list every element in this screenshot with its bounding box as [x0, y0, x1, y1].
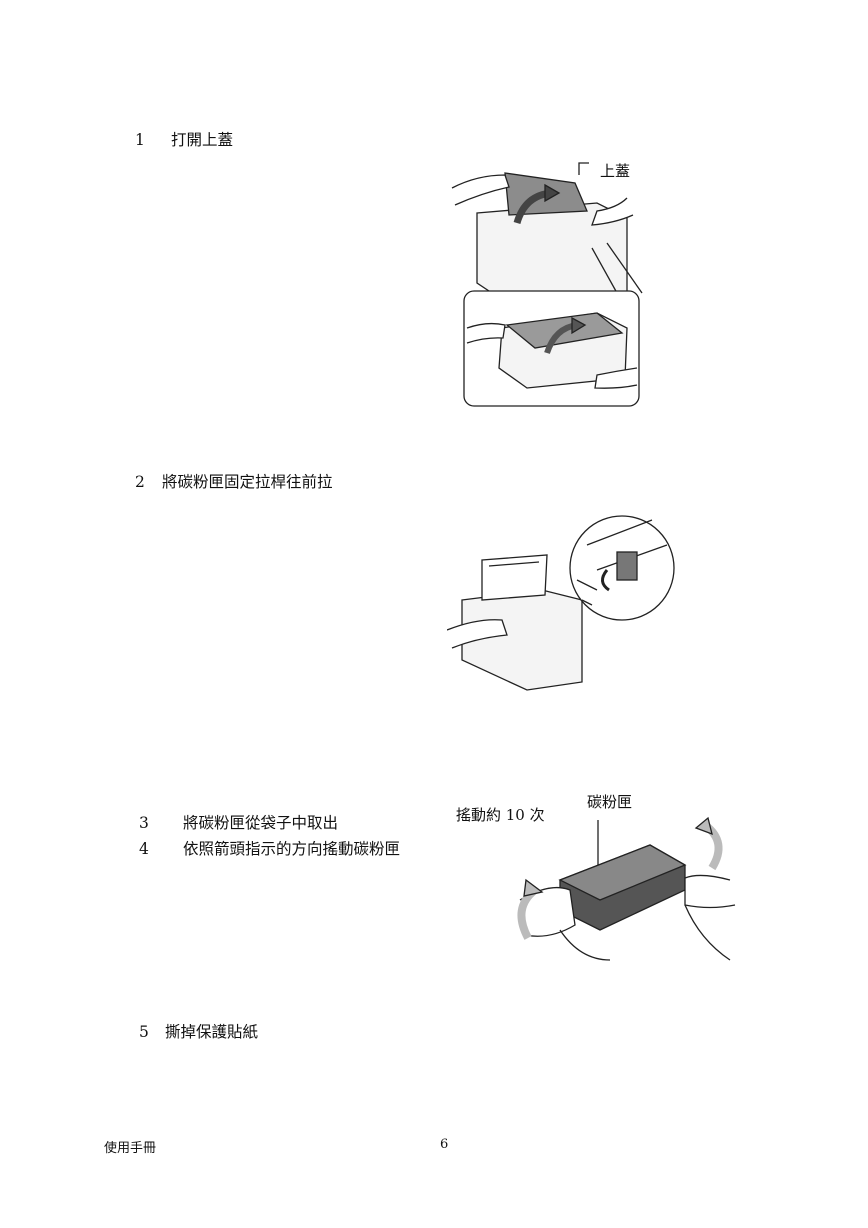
page-number: 6: [440, 1137, 449, 1152]
step-number: 5: [139, 1023, 149, 1041]
footer-manual-title: 使用手冊: [104, 1141, 157, 1156]
step-4: 4 依照箭頭指示的方向搖動碳粉匣: [139, 839, 400, 859]
toner-cartridge-illustration: [517, 816, 736, 961]
printer-lever-illustration: [447, 515, 675, 691]
printer-open-cover-illustration: [451, 162, 643, 407]
step-2: 2 將碳粉匣固定拉桿往前拉: [135, 472, 333, 492]
step-5: 5 撕掉保護貼紙: [139, 1022, 258, 1042]
step-number: 1: [135, 131, 145, 149]
top-cover-label: 上蓋: [600, 162, 631, 180]
step-text: 依照箭頭指示的方向搖動碳粉匣: [183, 840, 401, 858]
step-number: 4: [139, 840, 149, 858]
figure-open-top-cover: [447, 153, 652, 413]
figure-shake-cartridge: [500, 810, 745, 970]
step-number: 2: [135, 473, 145, 491]
step-1: 1 打開上蓋: [135, 130, 233, 150]
step-text: 將碳粉匣從袋子中取出: [183, 814, 339, 832]
step-text: 撕掉保護貼紙: [165, 1023, 259, 1041]
step-text: 打開上蓋: [171, 131, 234, 149]
shake-count-label: 搖動約 10 次: [456, 806, 545, 824]
figure-pull-lever: [447, 500, 697, 692]
step-text: 將碳粉匣固定拉桿往前拉: [162, 473, 333, 491]
step-3: 3 將碳粉匣從袋子中取出: [139, 813, 338, 833]
step-number: 3: [139, 814, 149, 832]
toner-cartridge-label: 碳粉匣: [587, 793, 633, 811]
